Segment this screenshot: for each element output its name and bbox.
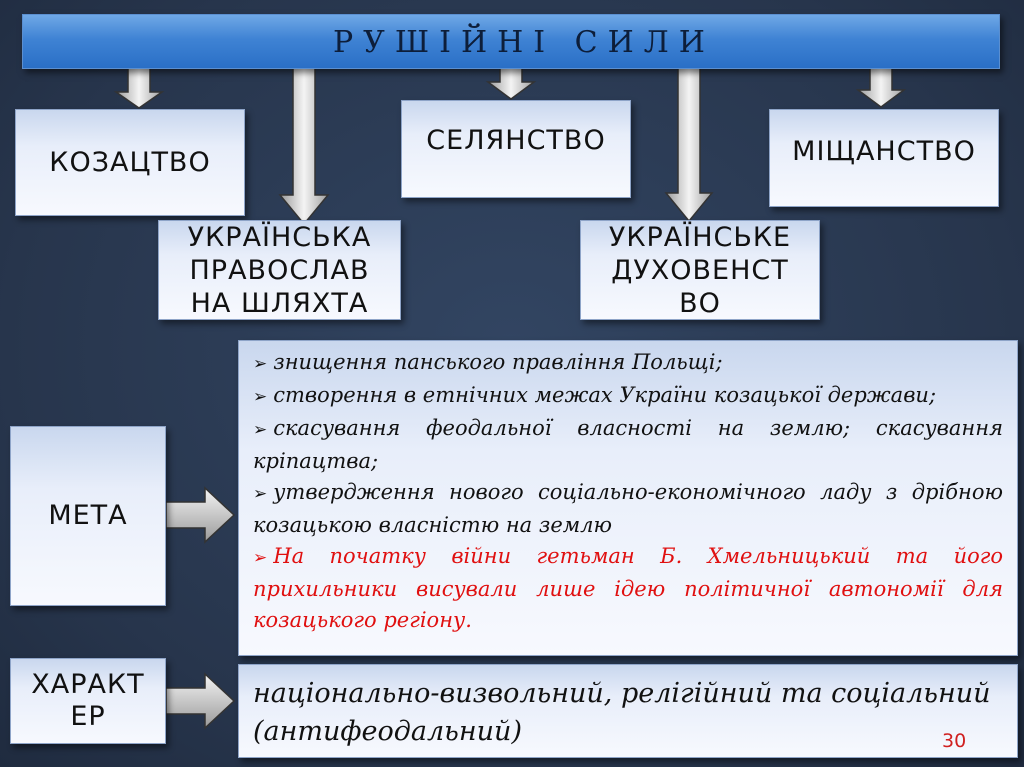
dukhovenstvo-line-3: ВО [679, 287, 721, 319]
shliakhta-line-2: ПРАВОСЛАВ [189, 254, 370, 286]
box-dukhovenstvo: УКРАЇНСЬКЕ ДУХОВЕНСТ ВО [580, 220, 820, 320]
box-character-label: ХАРАКТ ЕР [10, 658, 166, 744]
dukhovenstvo-line-1: УКРАЇНСЬКЕ [608, 221, 792, 253]
bullet-arrow-icon: ➢ [253, 354, 268, 374]
box-goal-label: МЕТА [10, 426, 166, 606]
character-label-line-2: ЕР [70, 701, 106, 732]
box-selianstvo: СЕЛЯНСТВО [401, 100, 631, 198]
character-text-box: національно-визвольний, релігійний та со… [238, 664, 1018, 758]
arrow-down-kozatstvo [113, 67, 165, 109]
dukhovenstvo-line-2: ДУХОВЕНСТ [611, 254, 789, 286]
goal-label: МЕТА [48, 500, 128, 531]
box-kozatstvo: КОЗАЦТВО [15, 109, 245, 216]
arrow-down-dukhovenstvo [664, 67, 714, 223]
character-text: національно-визвольний, релігійний та со… [253, 678, 991, 747]
goal-item: ➢утвердження нового соціально-економічно… [253, 480, 1003, 537]
arrow-down-mishchanstvo [855, 67, 907, 108]
selianstvo-label: СЕЛЯНСТВО [426, 125, 606, 156]
bullet-arrow-icon: ➢ [253, 420, 268, 440]
goal-item: ➢створення в етнічних межах України коза… [253, 383, 937, 407]
goal-list: ➢знищення панського правління Польщі; ➢с… [238, 340, 1018, 656]
goal-item: ➢знищення панського правління Польщі; [253, 350, 723, 374]
bullet-arrow-icon: ➢ [253, 387, 268, 407]
shliakhta-line-1: УКРАЇНСЬКА [187, 221, 372, 253]
bullet-arrow-icon: ➢ [253, 548, 268, 568]
kozatstvo-label: КОЗАЦТВО [49, 146, 211, 178]
goal-highlight: ➢На початку війни гетьман Б. Хмельницьки… [253, 544, 1003, 632]
bullet-arrow-icon: ➢ [253, 484, 268, 504]
mishchanstvo-label: МІЩАНСТВО [792, 136, 976, 167]
slide-title: РУШІЙНІ СИЛИ [333, 25, 715, 60]
page-number: 30 [942, 730, 967, 752]
box-shliakhta: УКРАЇНСЬКА ПРАВОСЛАВ НА ШЛЯХТА [158, 220, 401, 320]
arrow-down-selianstvo [485, 67, 537, 100]
character-label-line-1: ХАРАКТ [31, 669, 145, 700]
shliakhta-line-3: НА ШЛЯХТА [190, 287, 369, 319]
goal-item: ➢скасування феодальної власності на земл… [253, 416, 1003, 473]
box-mishchanstvo: МІЩАНСТВО [769, 109, 999, 207]
arrow-right-goal [165, 486, 236, 544]
arrow-down-shliakhta [278, 67, 330, 226]
arrow-right-character [165, 672, 236, 730]
title-bar: РУШІЙНІ СИЛИ [22, 14, 1000, 69]
